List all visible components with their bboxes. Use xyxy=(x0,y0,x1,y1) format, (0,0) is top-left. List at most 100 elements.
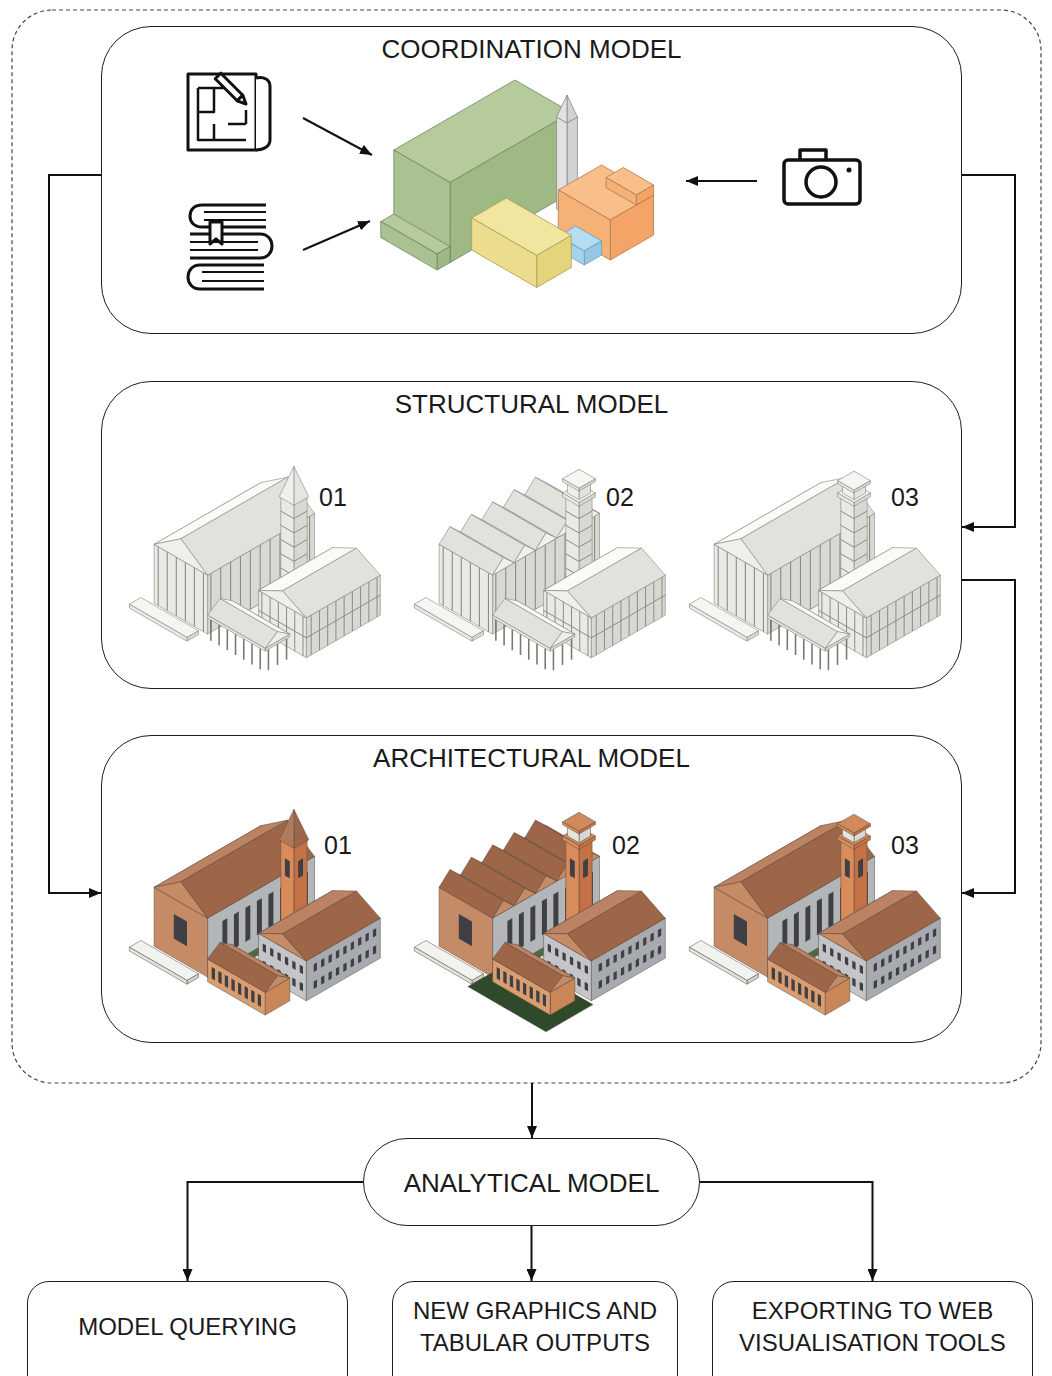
text-holder: STRUCTURAL MODEL xyxy=(102,389,961,419)
window xyxy=(358,937,361,947)
model-face xyxy=(768,942,838,992)
flow-connector xyxy=(531,1226,533,1281)
window xyxy=(258,994,261,1007)
window xyxy=(300,965,303,975)
window xyxy=(343,945,346,955)
text-holder: COORDINATION MODEL xyxy=(102,34,961,64)
model-face xyxy=(563,812,596,831)
window xyxy=(351,958,354,968)
window xyxy=(351,941,354,951)
model-edge xyxy=(763,573,764,632)
model-edge xyxy=(841,554,854,562)
model-edge xyxy=(259,648,261,669)
drawing-part xyxy=(202,272,264,281)
window xyxy=(542,898,547,935)
model-face xyxy=(579,479,595,491)
window xyxy=(606,975,609,985)
model-face xyxy=(265,632,290,649)
window xyxy=(548,943,551,953)
architectural-model-figure xyxy=(129,809,380,1015)
model-edge xyxy=(294,554,307,562)
window xyxy=(238,982,241,995)
window xyxy=(577,961,580,971)
books-icon xyxy=(188,205,272,289)
window xyxy=(926,950,929,960)
window xyxy=(918,937,921,947)
drawing-part xyxy=(303,221,370,250)
window xyxy=(798,982,801,995)
window xyxy=(628,945,631,955)
model-face xyxy=(514,545,535,563)
model-edge xyxy=(528,639,530,660)
text-holder: EXPORTING TO WEB VISUALISATION TOOLS xyxy=(713,1282,1032,1372)
window xyxy=(321,975,324,985)
model-edge xyxy=(461,557,462,616)
drawing-part xyxy=(188,265,264,289)
window xyxy=(570,956,573,966)
model-face xyxy=(537,236,572,288)
window xyxy=(314,962,317,972)
model-edge xyxy=(579,554,592,562)
model-face xyxy=(381,222,437,271)
window xyxy=(860,982,863,992)
window xyxy=(285,858,290,878)
model-edge xyxy=(167,552,168,611)
group-arrow xyxy=(531,1083,533,1138)
model-face xyxy=(535,533,556,551)
model-face xyxy=(714,539,768,575)
window xyxy=(268,892,273,929)
model-face xyxy=(450,113,571,263)
model-edge xyxy=(503,625,505,646)
window xyxy=(805,905,810,942)
output-box: EXPORTING TO WEB VISUALISATION TOOLS xyxy=(712,1281,1033,1376)
window xyxy=(614,954,617,964)
model-edge xyxy=(854,554,867,562)
model-face xyxy=(535,876,556,894)
model-face xyxy=(747,974,759,984)
connectors xyxy=(49,175,1015,1281)
model-edge xyxy=(277,644,279,665)
window xyxy=(212,967,215,980)
model-edge xyxy=(452,552,453,611)
model-face xyxy=(838,824,855,836)
drawing-part xyxy=(190,234,272,258)
model-edge xyxy=(854,511,867,519)
model-edge xyxy=(854,525,867,533)
model-edge xyxy=(718,547,719,606)
model-edge xyxy=(566,511,579,519)
model-face xyxy=(279,809,294,848)
window xyxy=(225,975,228,988)
model-face xyxy=(208,942,278,992)
window xyxy=(292,961,295,971)
drawing-part xyxy=(190,242,258,250)
flow-connector xyxy=(700,1182,873,1281)
model-edge xyxy=(443,547,444,606)
model-face xyxy=(259,933,307,961)
window xyxy=(658,928,661,937)
model-edge xyxy=(281,525,294,533)
model-face xyxy=(854,824,870,836)
model-face xyxy=(838,481,855,493)
window xyxy=(300,982,303,992)
window xyxy=(523,982,526,995)
box-title: ARCHITECTURAL MODEL xyxy=(114,743,949,773)
model-face xyxy=(819,590,867,618)
model-edge xyxy=(250,550,251,609)
model-edge xyxy=(841,540,854,548)
window xyxy=(599,980,602,990)
box-title: STRUCTURAL MODEL xyxy=(114,389,949,419)
drawing-part xyxy=(190,205,266,227)
model-face xyxy=(187,631,199,641)
window xyxy=(543,994,546,1007)
model-face xyxy=(259,590,307,618)
model-panel: ARCHITECTURAL MODEL xyxy=(101,735,962,1043)
drawing-part xyxy=(784,160,860,204)
model-edge xyxy=(294,511,307,519)
model-edge xyxy=(754,568,755,627)
window xyxy=(621,967,624,977)
model-edge xyxy=(218,625,220,646)
window xyxy=(530,986,533,999)
callout-number: 01 xyxy=(324,833,352,858)
